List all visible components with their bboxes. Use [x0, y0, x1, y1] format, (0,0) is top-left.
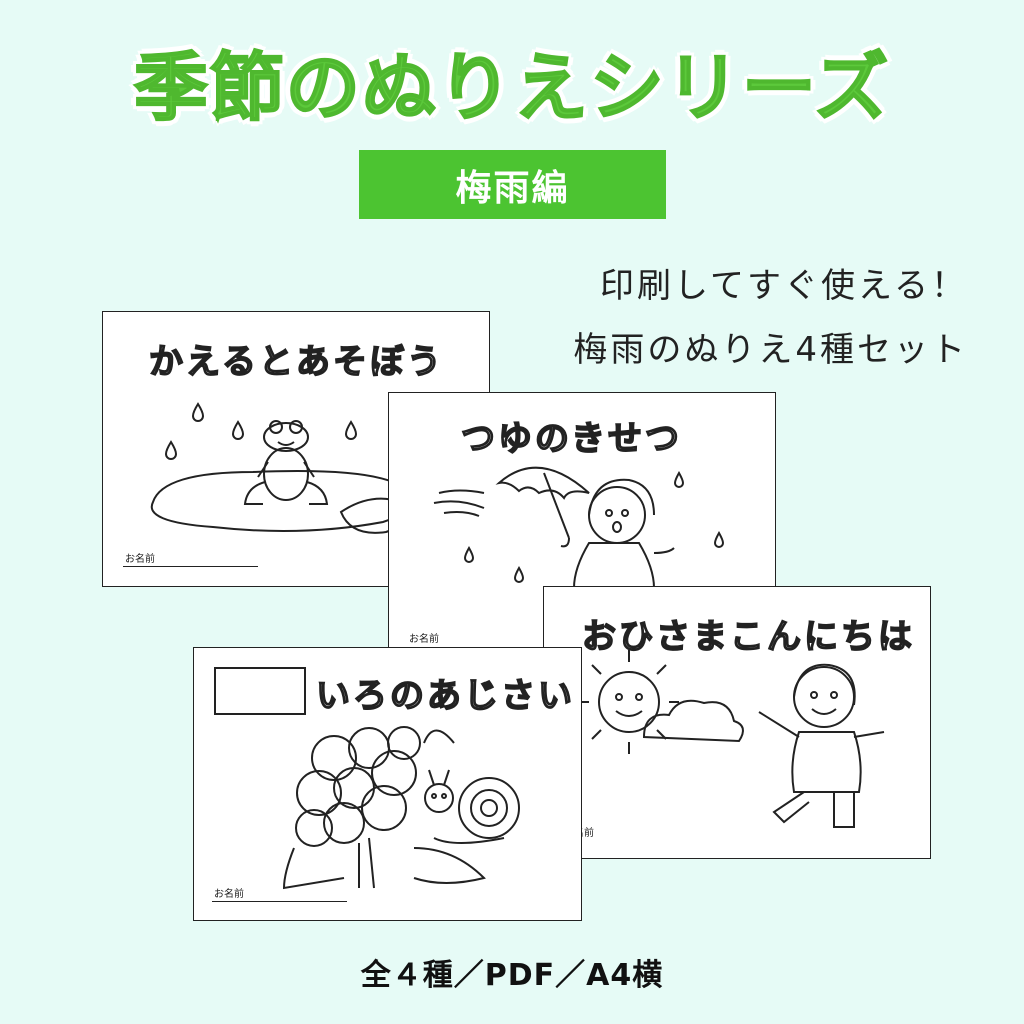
color-swatch-box: [214, 667, 306, 715]
sheet-title: いろのあじさい: [315, 675, 575, 717]
name-label: お名前: [409, 634, 439, 645]
name-label: お名前: [125, 554, 155, 565]
sheet-title: かえるとあそぼう: [148, 341, 444, 383]
tagline-line1: 印刷してすぐ使える！: [600, 266, 968, 306]
hydrangea-snail-illustration: [282, 726, 520, 890]
name-label: お名前: [214, 889, 244, 900]
page-title: 季節のぬりえシリーズ: [133, 44, 891, 132]
coloring-sheet-sun: おひさまこんにちは お名前: [543, 586, 931, 859]
sheet-title: つゆのきせつ: [460, 418, 682, 460]
footer-info: 全４種／PDF／A4横: [360, 958, 664, 993]
coloring-sheet-hydrangea: いろのあじさい お名前: [193, 647, 582, 921]
umbrella-child-illustration: [433, 466, 725, 589]
tagline-line2: 梅雨のぬりえ4種セット: [573, 330, 968, 370]
name-line: [212, 901, 347, 902]
name-line: [123, 566, 258, 567]
sun-child-illustration: [577, 650, 885, 828]
sheet-title: おひさまこんにちは: [581, 616, 915, 658]
subtitle-badge: 梅雨編: [359, 150, 666, 219]
